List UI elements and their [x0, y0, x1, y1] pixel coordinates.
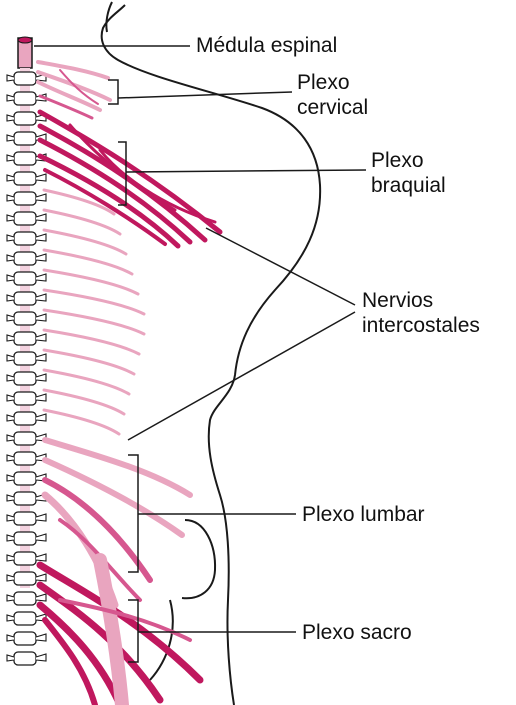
vertebra [14, 472, 36, 485]
vertebra [14, 312, 36, 325]
intercostal-nerve [44, 290, 144, 314]
leader-intercostales-lower [128, 312, 355, 440]
vertebra [14, 72, 36, 85]
vertebra [14, 652, 36, 665]
leader-intercostales-upper [206, 228, 355, 305]
intercostal-nerve [44, 330, 139, 354]
intercostal-nerve [44, 350, 134, 374]
vertebra [14, 432, 36, 445]
vertebra [14, 332, 36, 345]
intercostal-nerve [44, 370, 129, 394]
intercostal-nerve [44, 390, 124, 414]
vertebra [14, 232, 36, 245]
vertebra [14, 272, 36, 285]
brachial-plexus [40, 112, 220, 246]
intercostal-nerve [44, 230, 126, 254]
vertebra [14, 372, 36, 385]
vertebra [14, 352, 36, 365]
cervical-plexus [38, 62, 110, 118]
vertebra [14, 172, 36, 185]
vertebra [14, 572, 36, 585]
vertebra [14, 512, 36, 525]
bracket-sacro [128, 600, 138, 662]
vertebra [14, 492, 36, 505]
intercostal-nerve [44, 270, 138, 294]
vertebra [14, 292, 36, 305]
intercostal-nerve [44, 250, 132, 274]
label-plexo-sacro: Plexo sacro [302, 620, 412, 645]
vertebra [14, 412, 36, 425]
vertebra [14, 152, 36, 165]
intercostal-nerves [44, 190, 144, 434]
intercostal-nerve [44, 210, 120, 234]
vertebra [14, 612, 36, 625]
label-plexo-lumbar: Plexo lumbar [302, 502, 425, 527]
intercostal-nerve [44, 310, 144, 334]
vertebra [14, 452, 36, 465]
vertebra [14, 112, 36, 125]
vertebra [14, 212, 36, 225]
vertebra [14, 632, 36, 645]
vertebra [14, 552, 36, 565]
label-plexo-braquial: Plexo braquial [371, 148, 446, 198]
vertebra [14, 592, 36, 605]
vertebra [14, 92, 36, 105]
vertebra [14, 192, 36, 205]
vertebra [14, 392, 36, 405]
label-nervios-intercostales: Nervios intercostales [362, 288, 480, 338]
label-plexo-cervical: Plexo cervical [297, 70, 368, 120]
leader-cervical [118, 92, 292, 98]
label-medula-espinal: Médula espinal [196, 33, 337, 58]
leader-braquial [126, 170, 366, 172]
vertebra [14, 132, 36, 145]
vertebra [14, 252, 36, 265]
intercostal-nerve [44, 410, 119, 434]
vertebra [14, 532, 36, 545]
